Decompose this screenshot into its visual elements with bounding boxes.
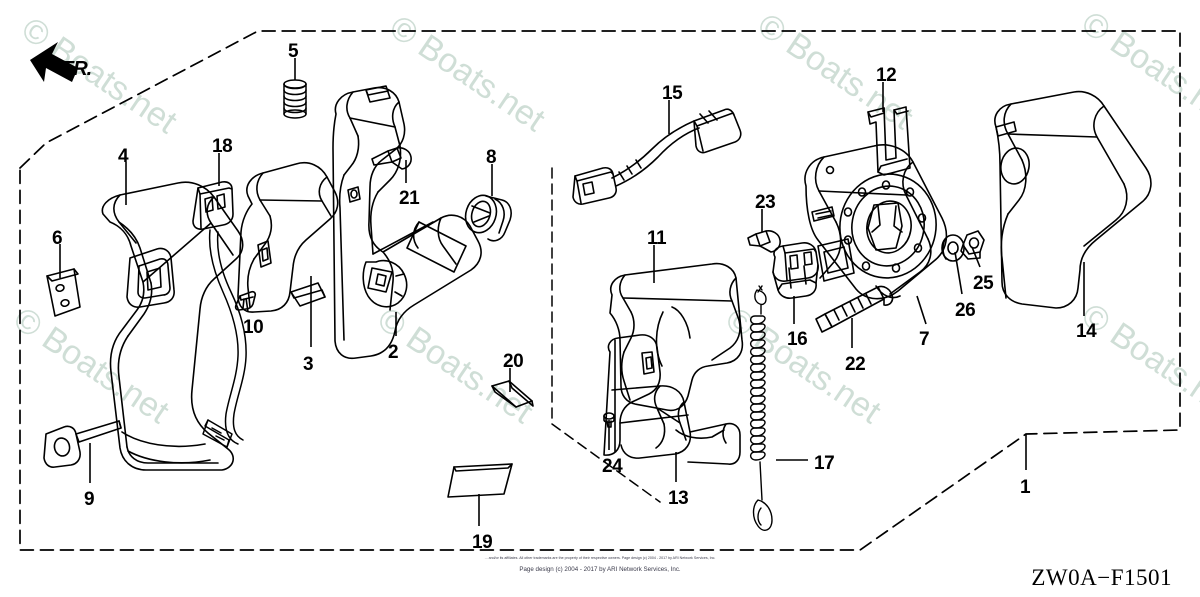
callout-3-grip[interactable]: 3 bbox=[303, 354, 314, 375]
callout-8-bushing[interactable]: 8 bbox=[486, 147, 497, 168]
callout-2-handle-lever[interactable]: 2 bbox=[388, 342, 399, 363]
callout-15-wire-harness[interactable]: 15 bbox=[662, 83, 683, 104]
callout-18-connector[interactable]: 18 bbox=[212, 136, 233, 157]
callout-22-screw[interactable]: 22 bbox=[845, 354, 866, 375]
part-26-washer bbox=[941, 234, 965, 262]
part-9-key bbox=[43, 420, 122, 468]
leader-line-10 bbox=[245, 297, 249, 313]
part-15-wire-harness bbox=[572, 108, 742, 205]
callout-25-nut[interactable]: 25 bbox=[973, 273, 994, 294]
callout-14-side-cover[interactable]: 14 bbox=[1076, 321, 1097, 342]
callout-5-spring[interactable]: 5 bbox=[288, 41, 299, 62]
callout-10-wire-clip[interactable]: 10 bbox=[243, 317, 264, 338]
part-25-nut bbox=[960, 230, 985, 260]
footer-copyright: Page design (c) 2004 - 2017 by ARI Netwo… bbox=[519, 566, 681, 573]
callout-21-bolt[interactable]: 21 bbox=[399, 188, 420, 209]
part-10-wire bbox=[202, 229, 247, 448]
part-6-plate bbox=[46, 268, 81, 317]
callout-6-plate[interactable]: 6 bbox=[52, 228, 63, 249]
part-21-bolt bbox=[371, 147, 412, 170]
part-5-spring bbox=[283, 79, 307, 119]
callout-4-control-handle[interactable]: 4 bbox=[118, 146, 129, 167]
assembly-boundary bbox=[19, 30, 1181, 551]
part-18-connector bbox=[192, 181, 234, 230]
callout-9-key[interactable]: 9 bbox=[84, 489, 95, 510]
part-2-lever-frame bbox=[332, 85, 482, 360]
leader-line-25 bbox=[971, 246, 981, 268]
callout-13-lower-cover[interactable]: 13 bbox=[668, 488, 689, 509]
callout-24-screw[interactable]: 24 bbox=[602, 456, 623, 477]
callout-26-washer[interactable]: 26 bbox=[955, 300, 976, 321]
part-17-lanyard bbox=[749, 285, 773, 531]
part-14-side-cover bbox=[994, 90, 1152, 309]
leader-line-26 bbox=[954, 251, 963, 295]
part-11-upper-cover bbox=[609, 262, 744, 412]
part-16-switch bbox=[772, 242, 819, 299]
part-3-grip bbox=[237, 161, 339, 313]
part-7-housing bbox=[804, 144, 948, 300]
callout-16-switch[interactable]: 16 bbox=[787, 329, 808, 350]
leader-lines bbox=[59, 58, 1085, 526]
callout-20-rod[interactable]: 20 bbox=[503, 351, 524, 372]
fr-arrow bbox=[30, 42, 78, 82]
callout-1-assembly[interactable]: 1 bbox=[1020, 477, 1031, 498]
callout-12-clip[interactable]: 12 bbox=[876, 65, 897, 86]
front-direction-label: FR. bbox=[62, 58, 92, 80]
part-8-bushing bbox=[464, 194, 512, 242]
footer-disclaimer: ... and/or its affiliates. All other tra… bbox=[484, 556, 716, 560]
callout-23-screw[interactable]: 23 bbox=[755, 192, 776, 213]
callout-11-upper-cover[interactable]: 11 bbox=[647, 228, 667, 249]
callout-7-housing[interactable]: 7 bbox=[919, 329, 930, 350]
part-20-rod bbox=[491, 380, 534, 408]
part-12-clip bbox=[867, 106, 911, 176]
part-19-label bbox=[447, 463, 513, 498]
callout-17-lanyard[interactable]: 17 bbox=[814, 453, 835, 474]
group-divider bbox=[551, 167, 661, 503]
callout-19-label[interactable]: 19 bbox=[472, 532, 493, 553]
part-13-lower-cover bbox=[603, 334, 741, 465]
leader-line-7 bbox=[916, 295, 927, 325]
diagram-part-number: ZW0A−F1501 bbox=[1031, 565, 1172, 590]
